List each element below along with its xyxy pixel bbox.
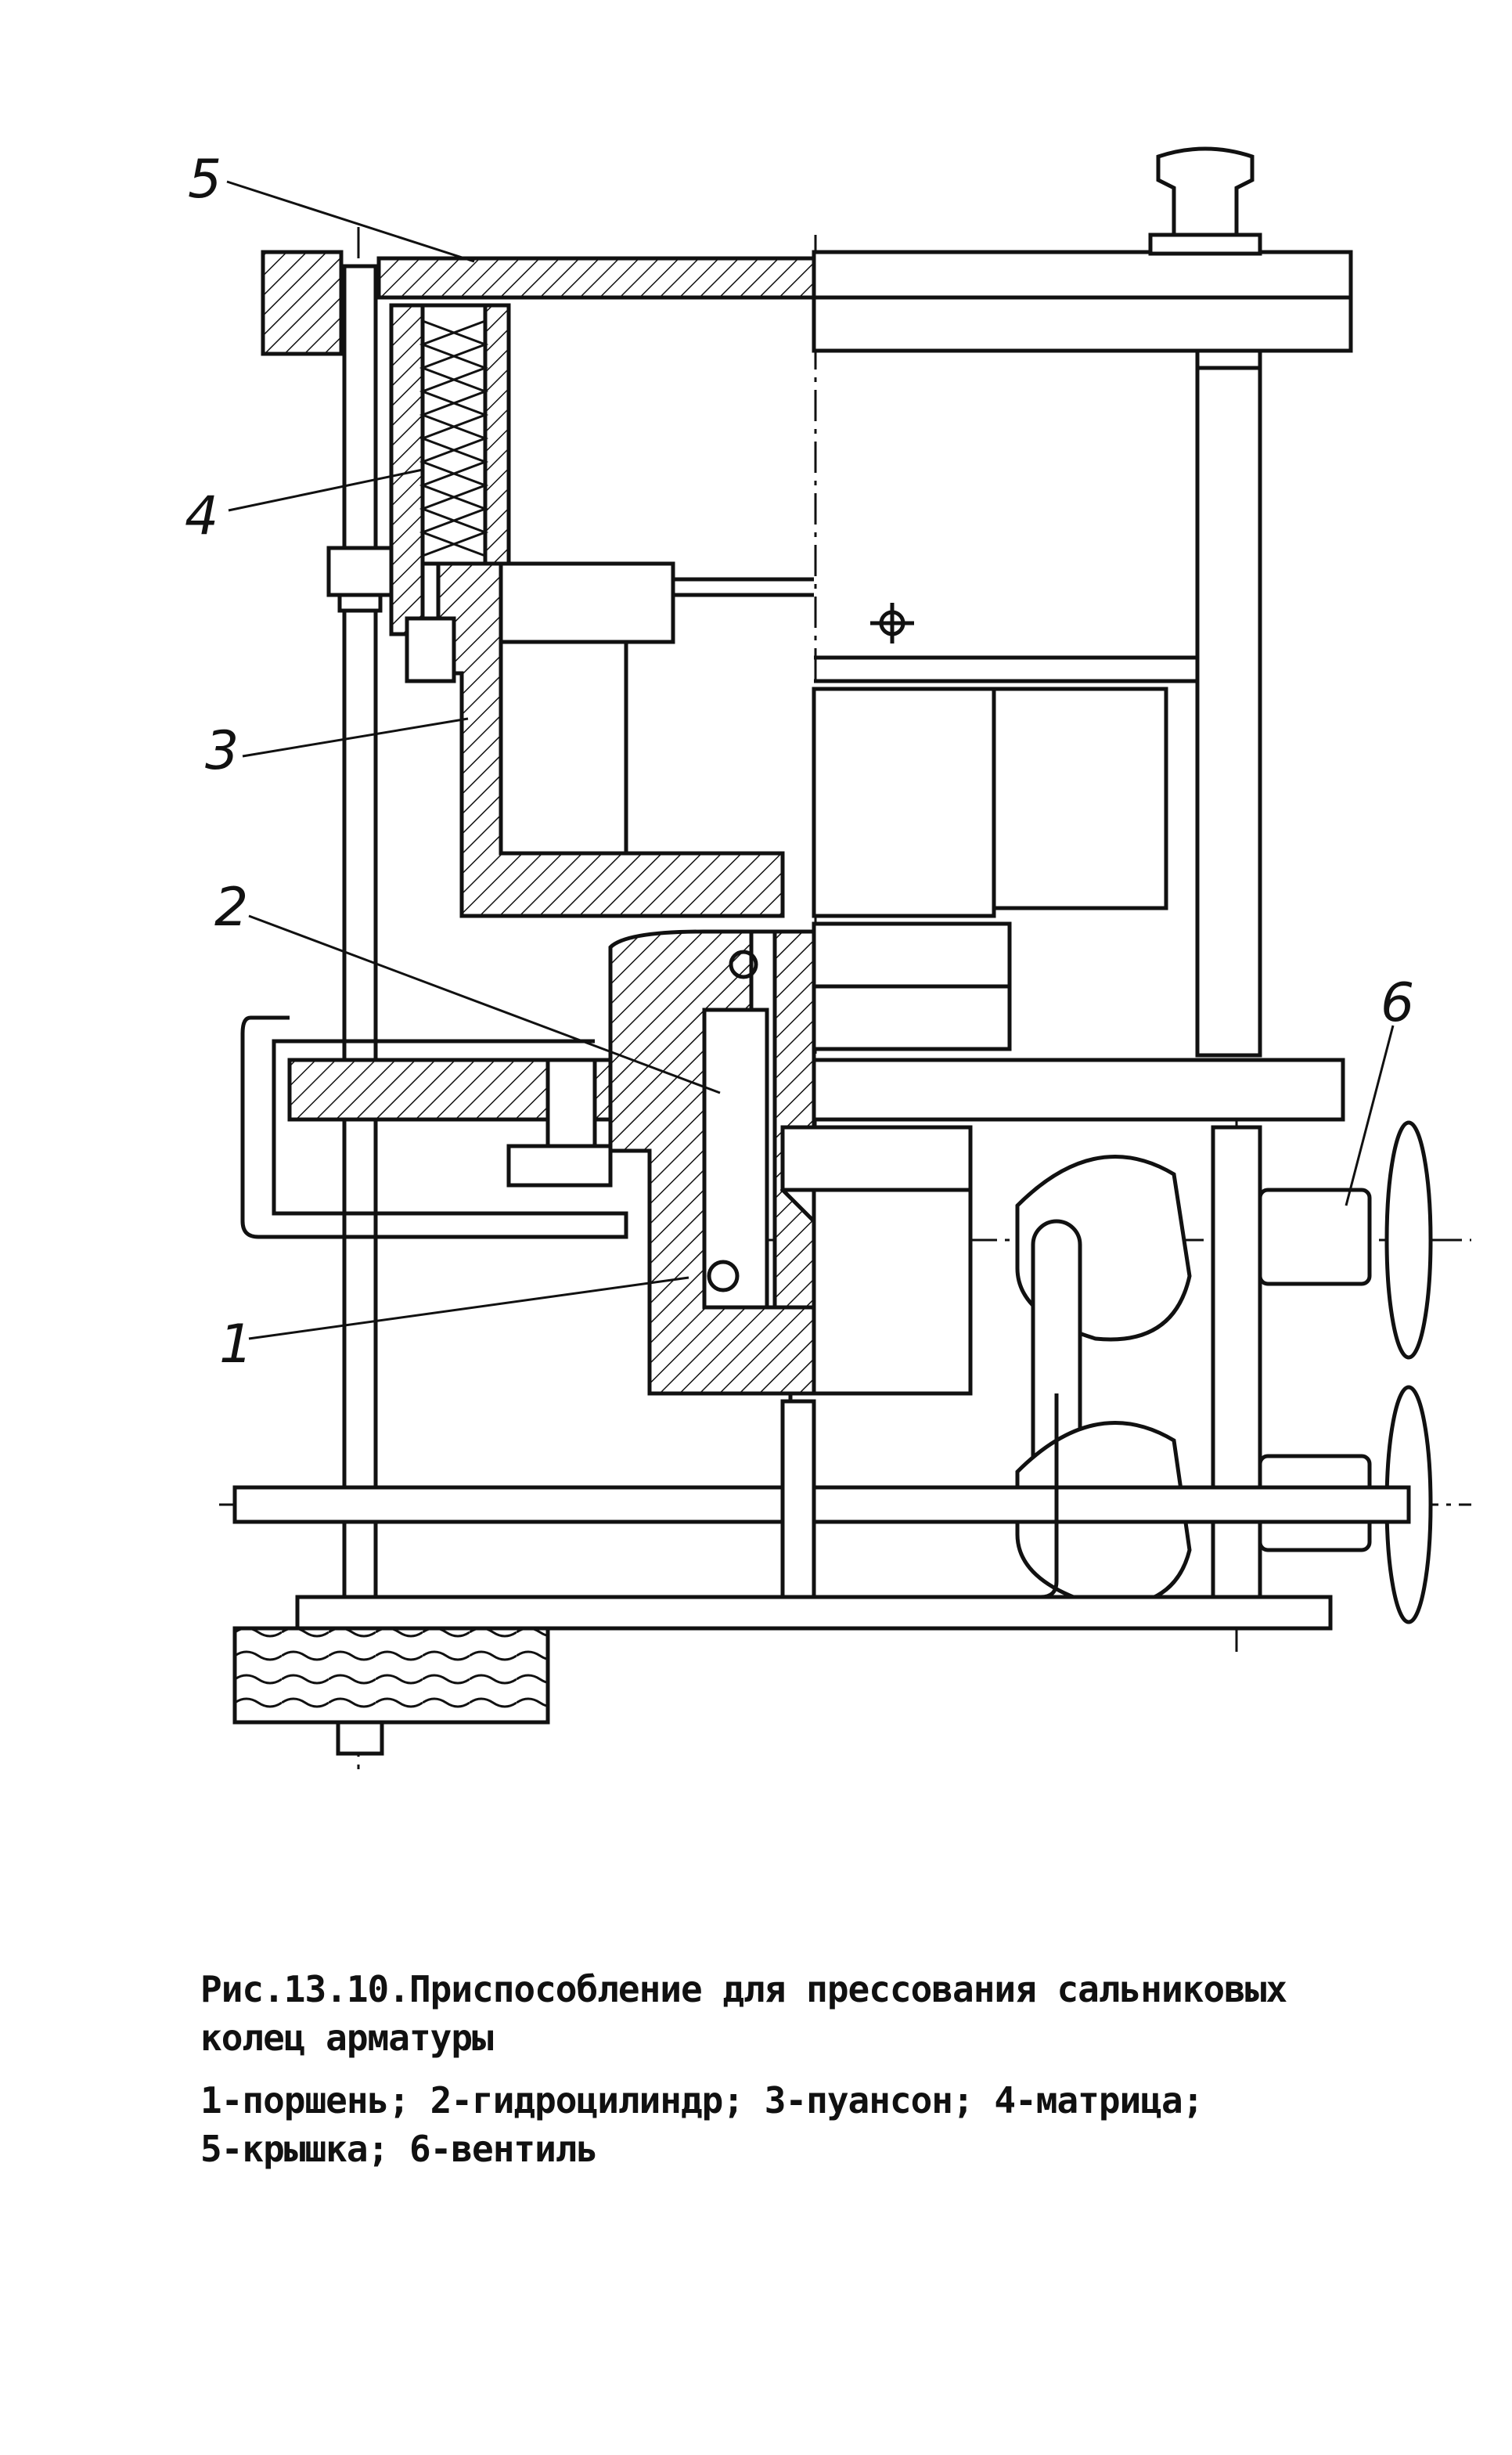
callout-5: 5 (188, 149, 221, 211)
caption-legend-line-2: 5-крышка; 6-вентиль (200, 2128, 598, 2170)
middle-plate (240, 1015, 1345, 1239)
lower-rods (232, 1393, 1411, 1623)
caption-title-line-1: Рис.13.10.Приспособление для прессования… (200, 1968, 1287, 2010)
piston-part-1 (780, 1125, 973, 1192)
callout-6: 6 (1381, 972, 1414, 1034)
caption-title-line-2: колец арматуры (200, 2017, 494, 2059)
right-column (1195, 348, 1262, 1058)
valve-part-6 (1015, 1120, 1433, 1624)
figure-caption-title: Рис.13.10.Приспособление для прессования… (200, 1965, 1287, 2062)
figure-caption-legend: 1-поршень; 2-гидроцилиндр; 3-пуансон; 4-… (200, 2076, 1204, 2173)
upper-right-block (812, 603, 1197, 918)
base-board (232, 1595, 1333, 1725)
technical-drawing: 5 4 3 2 1 6 (185, 146, 1471, 1777)
leader-lines (226, 180, 1395, 1340)
callout-1: 1 (219, 1314, 253, 1375)
callout-3: 3 (205, 720, 239, 782)
punch-part-3 (405, 561, 814, 918)
matrix-part-4 (389, 303, 511, 636)
caption-legend-line-1: 1-поршень; 2-гидроцилиндр; 3-пуансон; 4-… (200, 2079, 1204, 2122)
callout-4: 4 (185, 485, 218, 547)
hydraulic-cylinder-part-2 (608, 921, 1012, 1396)
left-guide-rod (326, 264, 394, 1756)
callout-2: 2 (214, 877, 248, 939)
cover-part-5 (261, 146, 1353, 356)
